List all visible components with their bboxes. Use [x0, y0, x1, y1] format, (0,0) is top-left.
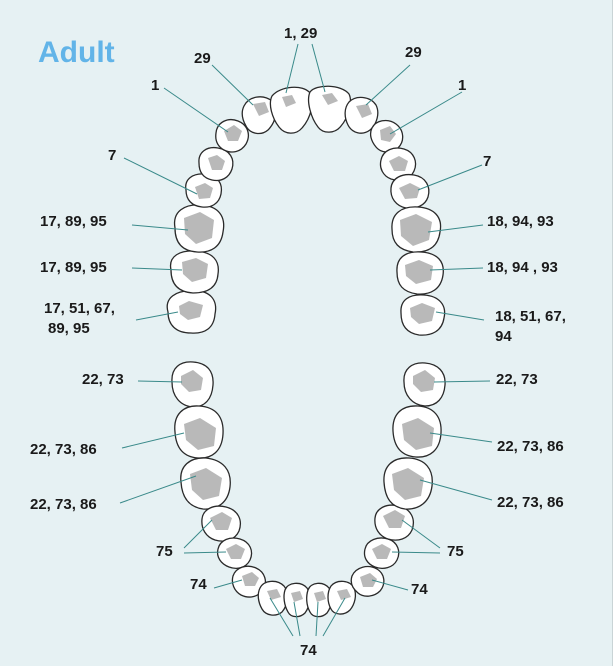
tooth-lower-right-molar-3	[172, 362, 213, 407]
tooth-upper-right-molar-1	[175, 205, 224, 252]
label-lower-left-molar-3: 22, 73	[496, 371, 538, 388]
label-upper-right-canine: 1	[151, 77, 159, 94]
tooth-lower-left-premolar-1	[364, 538, 398, 568]
lower-arch	[172, 362, 445, 617]
tooth-lower-left-molar-2	[393, 406, 441, 457]
label-upper-left-molar-3-line2: 94	[495, 328, 512, 345]
tooth-lower-right-premolar-1	[218, 538, 252, 568]
label-upper-right-molar-3: 17, 51, 67,	[44, 300, 115, 317]
label-upper-left-molar-1: 18, 94, 93	[487, 213, 554, 230]
tooth-upper-left-premolar-2	[391, 175, 429, 209]
label-upper-right-lateral: 29	[194, 50, 211, 67]
tooth-lower-right-lateral	[258, 581, 287, 615]
label-upper-left-lateral: 29	[405, 44, 422, 61]
tooth-upper-left-molar-1	[392, 207, 441, 252]
tooth-lower-right-central	[284, 583, 310, 616]
label-upper-right-molar-2: 17, 89, 95	[40, 259, 107, 276]
label-upper-left-molar-3: 18, 51, 67,	[495, 308, 566, 325]
tooth-upper-left-molar-2	[397, 252, 443, 294]
tooth-lower-left-molar-1	[384, 458, 432, 509]
chart-title: Adult	[38, 36, 115, 69]
tooth-lower-right-molar-2	[175, 406, 223, 458]
tooth-upper-right-central	[270, 87, 312, 133]
label-lower-right-molar-1: 22, 73, 86	[30, 496, 97, 513]
tooth-lower-left-canine	[351, 567, 384, 597]
leader-lines	[120, 44, 492, 636]
tooth-upper-left-molar-3	[401, 295, 445, 335]
label-upper-right-molar-3-line2: 89, 95	[48, 320, 90, 337]
label-upper-left-premolars: 7	[483, 153, 491, 170]
tooth-lower-right-premolar-2	[202, 506, 240, 541]
label-upper-left-molar-2: 18, 94 , 93	[487, 259, 558, 276]
tooth-lower-left-lateral	[328, 581, 355, 614]
tooth-upper-left-central	[309, 86, 351, 132]
tooth-lower-left-premolar-2	[375, 505, 413, 540]
label-lower-incisors: 74	[300, 642, 317, 659]
tooth-upper-left-canine	[371, 121, 403, 153]
label-upper-right-premolars: 7	[108, 147, 116, 164]
label-lower-left-molar-2: 22, 73, 86	[497, 438, 564, 455]
tooth-lower-left-molar-3	[404, 363, 445, 406]
label-lower-right-molar-3: 22, 73	[82, 371, 124, 388]
upper-arch	[167, 86, 444, 335]
tooth-upper-right-premolar-1	[199, 148, 233, 181]
tooth-lower-right-molar-1	[181, 458, 231, 509]
tooth-upper-right-molar-3	[167, 291, 215, 333]
label-lower-right-molar-2: 22, 73, 86	[30, 441, 97, 458]
label-upper-centrals: 1, 29	[284, 25, 317, 42]
label-lower-right-premolars: 75	[156, 543, 173, 560]
label-lower-right-canine: 74	[190, 576, 207, 593]
label-upper-left-canine: 1	[458, 77, 466, 94]
upper-labels: 1, 29 29 29 1 1 7 7 17, 89, 95 17, 89, 9…	[40, 25, 566, 345]
label-lower-left-molar-1: 22, 73, 86	[497, 494, 564, 511]
tooth-upper-right-molar-2	[171, 251, 219, 293]
tooth-upper-right-canine	[216, 120, 249, 152]
label-lower-left-canine: 74	[411, 581, 428, 598]
label-upper-right-molar-1: 17, 89, 95	[40, 213, 107, 230]
label-lower-left-premolars: 75	[447, 543, 464, 560]
